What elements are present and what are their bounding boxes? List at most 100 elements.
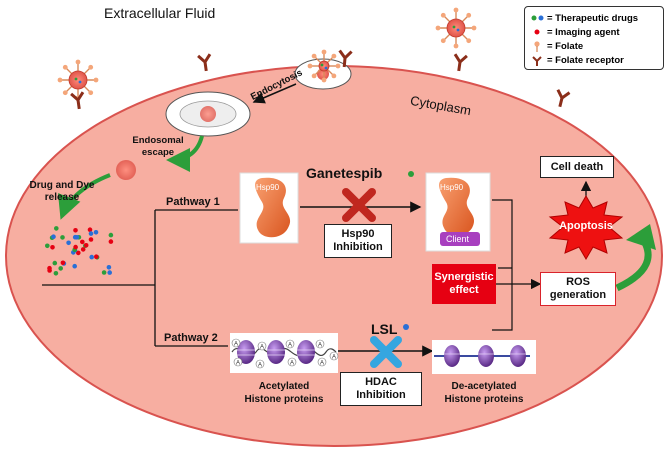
acetyl-marker-text: A [260,345,264,351]
acetyl-marker: A [231,338,241,348]
acetyl-marker: A [233,357,243,367]
hsp90-protein-b [425,172,491,252]
particle-dot [83,243,89,248]
acetyl-marker: A [255,359,265,369]
acetyl-marker-text: A [288,343,292,349]
hsp90-label-a: Hsp90 [256,183,280,192]
acetylated-label: Acetylated Histone proteins [244,381,324,405]
histone [478,345,494,367]
acetyl-marker: A [329,351,339,361]
particle-dot [45,243,50,249]
ros-generation-box: ROS generation [540,272,616,306]
particle-dot [88,237,94,242]
lsl-label: LSL [371,321,398,337]
synergy-bracket [492,199,513,331]
particle-dot [74,235,80,240]
folate-icon [531,41,547,52]
acetyl-marker: A [317,357,327,367]
green-arrow-escape [166,135,204,172]
client-label: Client [446,234,470,244]
particle-dot [54,226,59,231]
acetyl-marker-text: A [234,342,238,348]
particle-dot [88,231,94,236]
folate-receptor [453,53,468,72]
folate-receptor [197,53,212,72]
particle-dot [101,270,107,275]
acetyl-marker-text: A [332,355,336,361]
particle-dot [76,250,81,256]
hsp90-inhibition-box: Hsp90 Inhibition [324,224,392,258]
pathway2-label: Pathway 2 [164,332,218,344]
particle-dot [108,239,114,244]
particle-dot [72,263,77,269]
histone [297,340,315,364]
legend-item: = Folate [531,39,657,53]
particle-dot [47,268,52,273]
released-drug-particles [45,226,114,276]
folate-receptor [556,89,571,108]
particle-dot [94,254,99,259]
apoptosis-label: Apoptosis [559,220,613,232]
particle-dot [108,232,114,238]
pathway1-label: Pathway 1 [166,196,220,208]
ganetespib-label: Ganetespib [306,165,383,181]
particle-dot [60,260,66,266]
folate-receptor [70,91,85,110]
histone [237,340,255,364]
nanoparticle [435,7,477,49]
particle-dot [89,254,94,260]
acetyl-marker: A [287,357,297,367]
imaging-agent-icon [531,27,547,37]
particle-dot [52,260,58,266]
particle-dot [73,244,78,250]
lsl-dot [403,324,409,330]
synergistic-effect-box: Synergistic effect [432,264,496,304]
hdac-inhibition-cross [370,336,402,368]
particle-dot [51,234,56,239]
histone [444,345,460,367]
therapeutic-drugs-icon [531,13,547,23]
particle-dot [53,271,59,276]
particle-dot [107,270,112,275]
acetyl-marker: A [285,339,295,349]
acetyl-marker: A [315,339,325,349]
drug-release-label: Drug and Dye release [29,180,95,203]
nanoparticle [57,59,99,101]
particle-dot [106,265,112,270]
particle-dot [50,245,55,250]
particle-dot [60,235,65,240]
legend-item: = Folate receptor [531,53,657,67]
particle-dot [58,266,63,271]
particle-dot [73,228,78,233]
folate-receptor [338,49,353,68]
hdac-inhibition-box: HDAC Inhibition [340,372,422,406]
nanoparticle [307,49,341,83]
extracellular-label: Extracellular Fluid [104,5,216,21]
acetyl-marker-text: A [320,361,324,367]
legend-item: = Therapeutic drugs [531,11,657,25]
particle-dot [87,227,93,232]
acetyl-marker-text: A [258,363,262,369]
deacetylated-label: De-acetylated Histone proteins [444,381,524,405]
ganetespib-dot [408,171,414,177]
pathway-trunk [42,210,156,346]
histone [510,345,526,367]
particle-dot [80,239,85,245]
particle-dot [80,247,86,252]
endosomal-escape-label: Endosomal escape [132,135,184,158]
hsp90-inhibition-cross [342,188,376,222]
acetyl-marker-text: A [318,343,322,349]
cell-death-box: Cell death [540,156,614,178]
acetyl-marker-text: A [290,361,294,367]
acetyl-marker: A [257,341,267,351]
legend: = Therapeutic drugs = Imaging agent = Fo… [524,6,664,70]
extracellular-nanoparticles [57,7,571,110]
histone [267,340,285,364]
folate-receptor-icon [531,55,547,66]
apoptosis-burst [548,195,624,260]
particle-dot [93,230,99,235]
hsp90-label-b: Hsp90 [440,183,464,192]
green-arrow-release [57,173,111,220]
hsp90-protein-a [239,172,299,244]
